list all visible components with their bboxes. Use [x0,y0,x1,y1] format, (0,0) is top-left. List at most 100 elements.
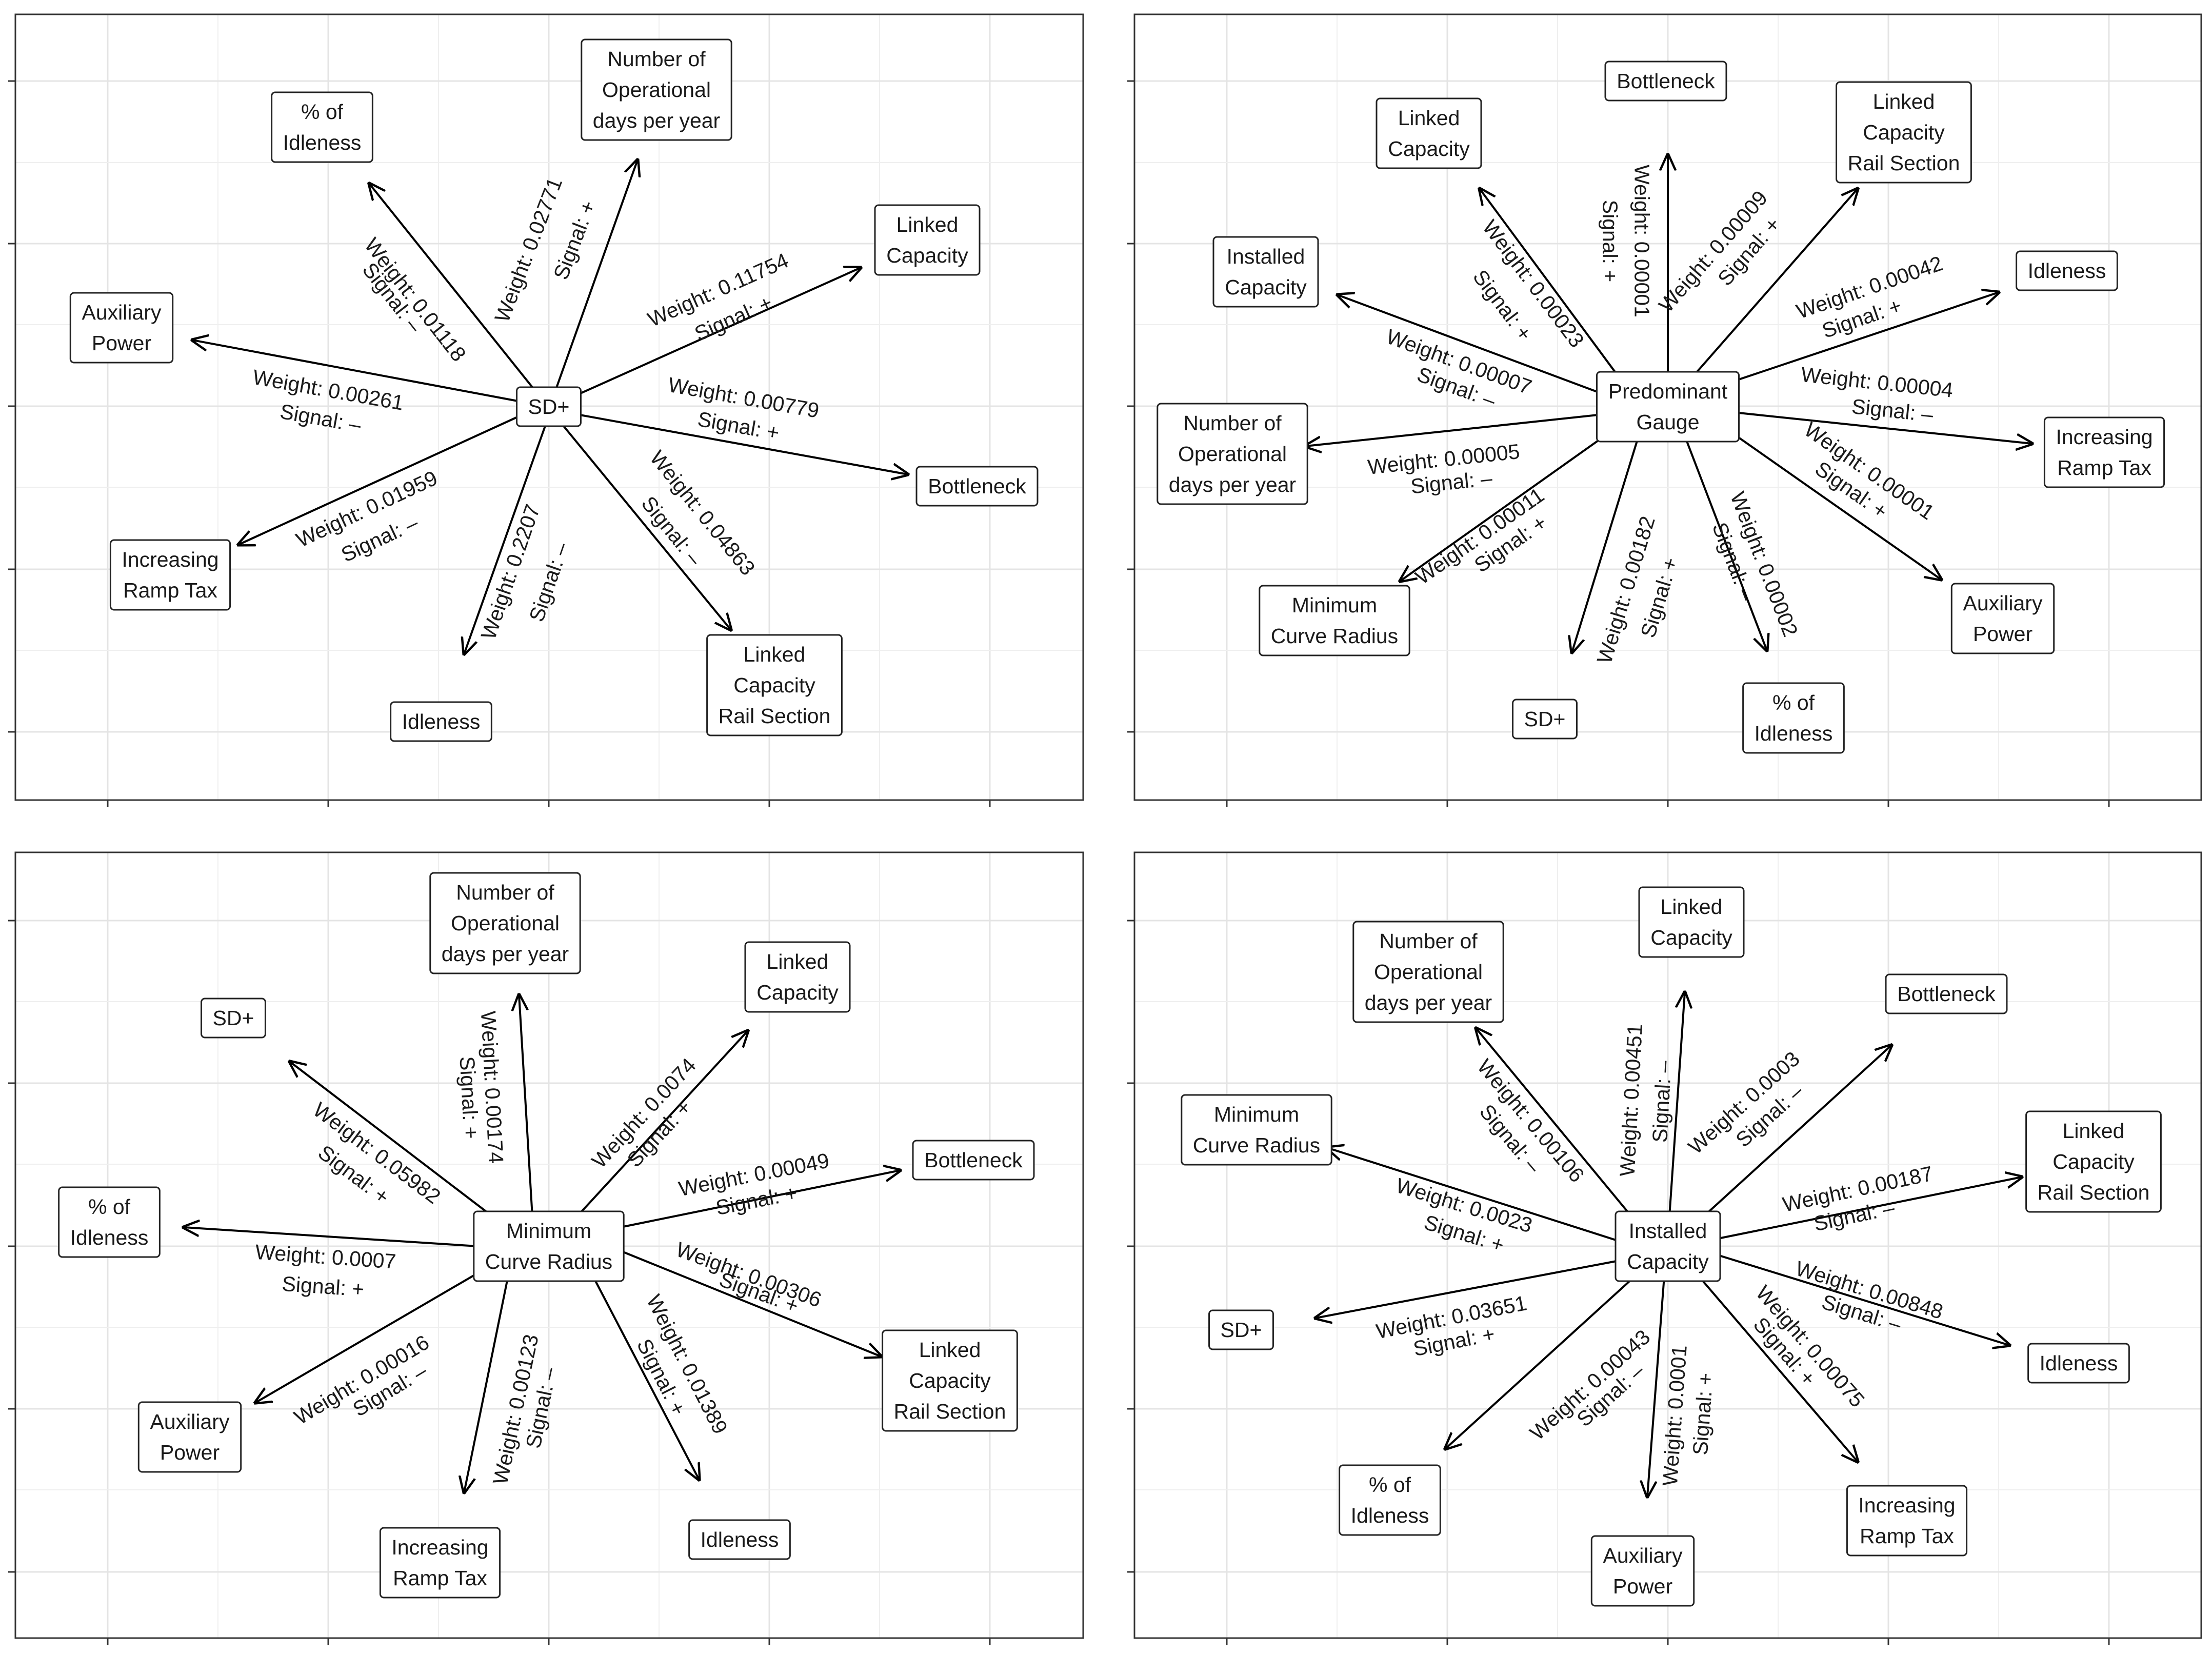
node-idleness-box [2016,250,2118,291]
node-increasing-ramp-tax-box [2043,416,2165,488]
node-idleness: Idleness [688,1519,791,1560]
edge-arrow [1718,1177,2022,1240]
node-idleness-label: Idleness [2040,1351,2118,1375]
edge-arrow [1738,412,2032,444]
node-linked-capacity-box [744,941,851,1013]
edge-weight-label: Weight: 0.01118 [360,233,471,366]
node-sd-plus: SD+ [201,998,266,1039]
edge-signal-label: Signal: + [1599,200,1622,283]
edge-arrow [1738,292,1999,381]
node-increasing-ramp-tax-box [109,539,231,611]
node-linked-capacity-box [874,204,981,276]
node-bottleneck-box [915,466,1039,507]
node-auxiliary-power-box [1590,1535,1695,1607]
edge-signal-label: Signal: + [455,1056,483,1140]
edge-arrow [1316,1260,1620,1318]
edge-arrow [615,1248,881,1357]
node-bottleneck-box [912,1140,1035,1181]
node-idleness: Idleness [2016,250,2118,291]
node-increasing-ramp-tax-box [379,1527,501,1599]
node-sd-plus-box [1208,1309,1274,1350]
edge-arrow [1691,189,1858,378]
node-sd-plus-box [1512,699,1578,740]
node-auxiliary-power-box [69,292,174,364]
node-bottleneck: Bottleneck [915,466,1039,507]
edge-arrow [184,1227,479,1247]
node-idleness-box [390,701,492,742]
edge-arrow [192,340,521,403]
edge-weight-label: Weight: 0.0001 [1658,1344,1691,1487]
node-linked-capacity-rail-section-box [2025,1110,2162,1213]
edge-arrow [558,420,731,630]
edge-weight-label: Weight: 0.00004 [1800,363,1954,402]
edge-weight-label: Weight: 0.00174 [476,1010,508,1164]
node-pct-of-idleness-box [271,91,373,163]
edge-arrow [1694,1045,1891,1225]
edge-arrow [576,1031,748,1218]
edge-arrow [586,1265,699,1480]
center-node-predominant-gauge-box [1596,371,1740,443]
panel-grid [15,14,1083,800]
edge-arrow [255,1264,492,1403]
node-auxiliary-power-box [137,1401,242,1473]
node-number-of-operational-days-per-year-box [1352,921,1504,1023]
node-minimum-curve-radius-box [1181,1094,1332,1166]
node-bottleneck-label: Bottleneck [1617,69,1715,93]
node-sd-plus-label: SD+ [213,1006,254,1030]
edge-arrow [1647,1275,1665,1497]
edge-arrow [1694,1271,1858,1462]
edge-arrow [1480,189,1622,381]
node-bottleneck-box [1604,61,1727,102]
node-sd-plus: SD+ [1208,1309,1274,1350]
edge-arrow [1572,435,1640,652]
edge-arrow [1338,295,1603,395]
node-sd-plus-label: SD+ [1221,1318,1262,1342]
node-bottleneck-label: Bottleneck [928,474,1026,498]
node-linked-capacity-rail-section-box [706,634,843,736]
node-sd-plus-label: SD+ [1524,707,1566,731]
edge-weight-label: Weight: 0.02771 [490,174,567,326]
